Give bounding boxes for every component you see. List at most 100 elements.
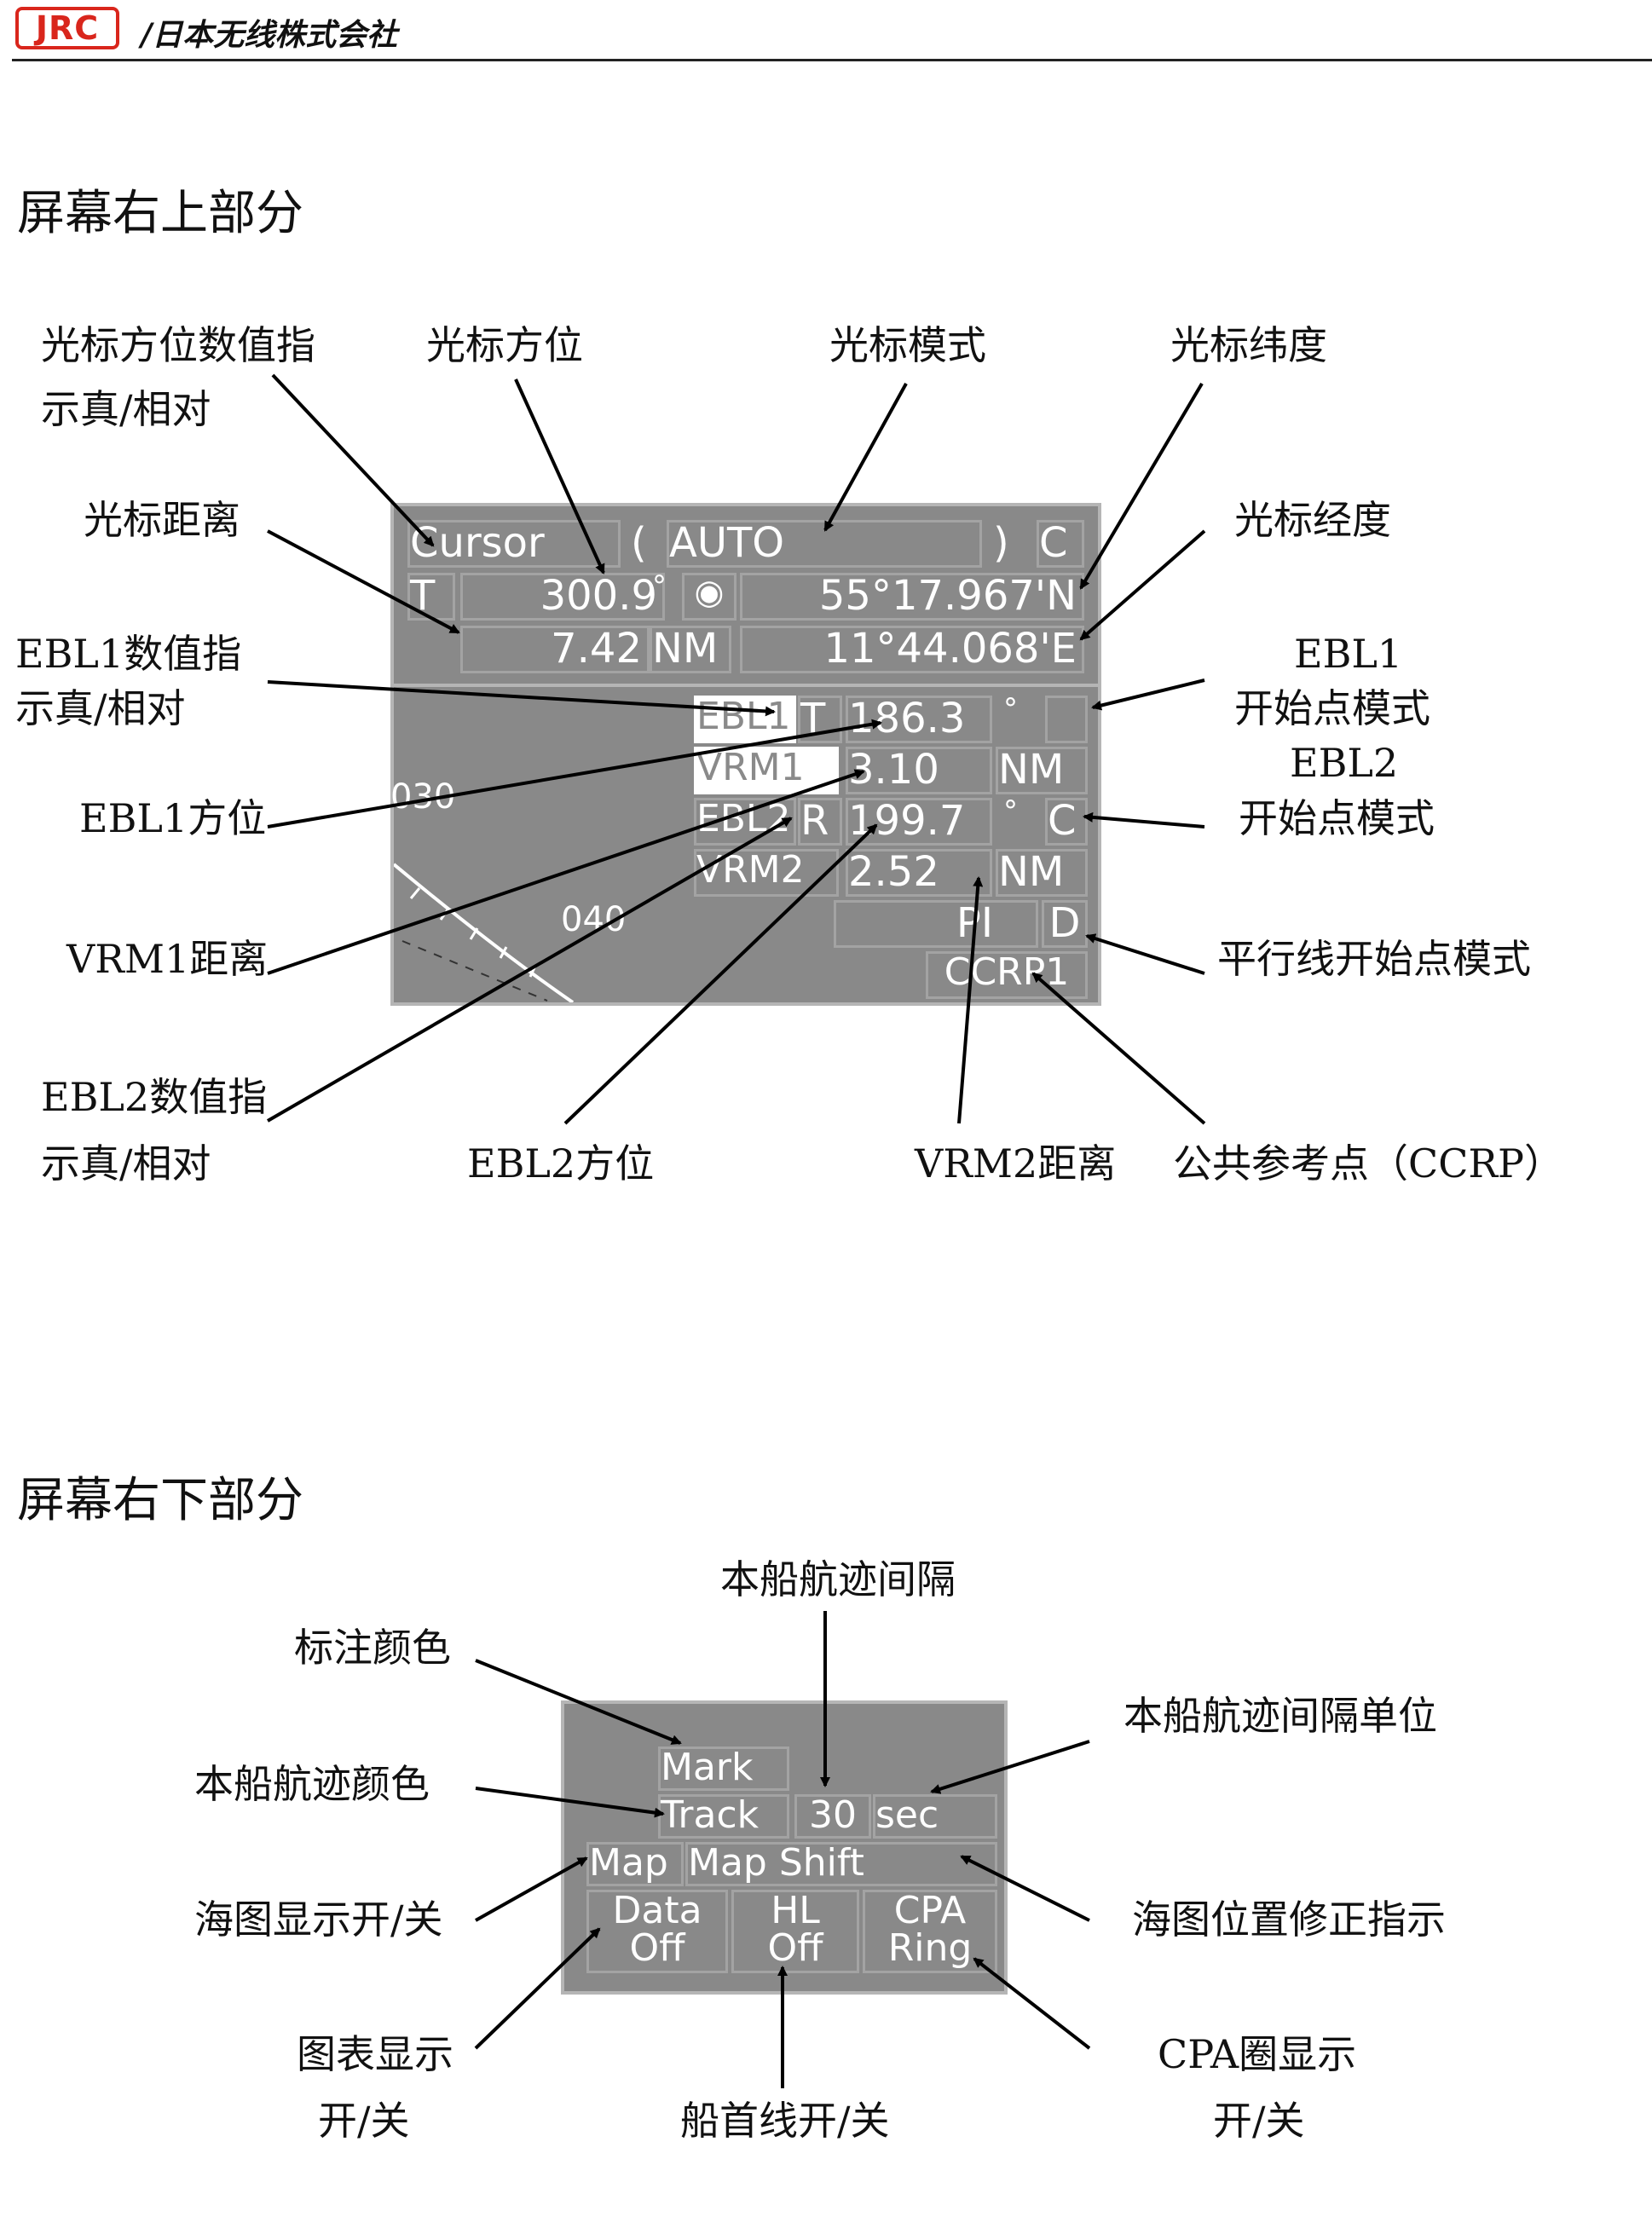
label-vrm1-distance: VRM1距离 (66, 936, 269, 982)
label-ebl2-bearing: EBL2方位 (467, 1140, 655, 1186)
ebl2-bearing-value: 199.7 (846, 798, 992, 846)
header-rule (12, 59, 1652, 61)
hl-toggle-line1: HL (771, 1889, 820, 1932)
company-name: /日本无线株式会社 (141, 17, 398, 53)
label-ebl2-origin-2: 开始点模式 (1239, 795, 1435, 841)
data-toggle-line2: Off (629, 1926, 685, 1970)
vrm1-distance-value: 3.10 (846, 747, 992, 794)
label-mark-color: 标注颜色 (294, 1625, 451, 1671)
mark-color-button[interactable]: Mark (658, 1746, 789, 1791)
arrow-track-color (475, 1787, 665, 1818)
radar-info-panel-bottom: Mark Track 30 sec Map Map Shift Data Off… (561, 1700, 1008, 1995)
arrow-ebl2-bearing (563, 823, 878, 1125)
arrow-vrm1-distance (267, 769, 865, 975)
cursor-distance-value: 7.42 (460, 626, 650, 673)
arrow-cursor-bearing-indicator (271, 373, 435, 547)
label-ebl2-origin-1: EBL2 (1290, 740, 1399, 786)
label-ebl2-indicator-1: EBL2数值指 (41, 1074, 268, 1120)
label-ebl1-bearing: EBL1方位 (79, 795, 267, 841)
arrow-ebl1-indicator (267, 680, 776, 717)
ebl1-bearing-value: 186.3 (846, 696, 992, 743)
ebl2-degree: ° (1003, 794, 1018, 828)
cursor-label: Cursor (407, 520, 621, 568)
cursor-latitude-value: 55°17.967'N (740, 573, 1084, 621)
cursor-bearing-degree: ° (652, 569, 667, 603)
arrow-ebl2-origin (1083, 811, 1205, 828)
label-ebl2-indicator-2: 示真/相对 (41, 1140, 211, 1186)
label-track-color: 本船航迹颜色 (194, 1761, 430, 1807)
arrow-ebl2-indicator (266, 817, 793, 1123)
mode-paren-open: ( (631, 519, 647, 567)
cpa-ring-line1: CPA (893, 1889, 967, 1932)
label-ebl1-origin-2: 开始点模式 (1234, 685, 1430, 731)
label-ebl1-indicator-2: 示真/相对 (15, 685, 186, 731)
cursor-bearing-value: 300.9 (460, 573, 665, 621)
arrow-cursor-longitude (1079, 529, 1206, 641)
cpa-ring-line2: Ring (887, 1926, 973, 1970)
track-interval-value[interactable]: 30 (794, 1794, 871, 1839)
cursor-mode-flag: C (1037, 520, 1084, 568)
ebl2-true-relative-flag[interactable]: R (798, 798, 842, 846)
label-cursor-bearing-indicator-1: 光标方位数值指 (41, 322, 315, 368)
arrow-cursor-mode (823, 383, 908, 532)
section-title-top: 屏幕右上部分 (17, 186, 303, 241)
arrow-map-shift (960, 1855, 1090, 1922)
cpa-ring-button[interactable]: CPA Ring (863, 1890, 997, 1973)
label-track-interval: 本船航迹间隔 (720, 1556, 956, 1602)
arrow-ebl1-bearing (267, 719, 882, 828)
map-shift-button[interactable]: Map Shift (685, 1842, 997, 1886)
label-cursor-bearing-indicator-2: 示真/相对 (41, 386, 211, 432)
vrm2-unit: NM (996, 849, 1088, 897)
label-ccrp: 公共参考点（CCRP） (1173, 1140, 1563, 1186)
map-toggle-button[interactable]: Map (586, 1842, 684, 1886)
arrow-vrm2-distance (957, 876, 984, 1124)
arrow-cpa-ring (973, 1957, 1091, 2050)
label-cursor-longitude: 光标经度 (1234, 497, 1391, 543)
target-symbol-icon[interactable]: ◉ (682, 573, 736, 621)
arrow-map-toggle (475, 1856, 588, 1922)
label-data-toggle-2: 开/关 (318, 2098, 410, 2144)
cursor-mode-value[interactable]: AUTO (667, 520, 982, 568)
cursor-distance-unit: NM (650, 626, 731, 673)
label-cpa-ring-1: CPA圈显示 (1158, 2031, 1357, 2077)
label-cpa-ring-2: 开/关 (1213, 2098, 1305, 2144)
label-vrm2-distance: VRM2距离 (915, 1140, 1117, 1186)
arrow-ebl1-origin (1091, 678, 1205, 711)
data-toggle-line1: Data (612, 1889, 702, 1932)
section-title-bottom: 屏幕右下部分 (17, 1473, 303, 1528)
vrm1-unit: NM (996, 747, 1088, 794)
label-track-interval-unit: 本船航迹间隔单位 (1123, 1693, 1437, 1739)
label-cursor-distance: 光标距离 (84, 497, 240, 543)
cursor-longitude-value: 11°44.068'E (740, 626, 1084, 673)
ebl1-origin-mode[interactable] (1045, 696, 1088, 743)
vrm2-distance-value: 2.52 (846, 849, 992, 897)
label-cursor-mode: 光标模式 (829, 322, 986, 368)
arrow-data-toggle (474, 1927, 601, 2050)
label-cursor-bearing: 光标方位 (426, 322, 583, 368)
label-map-shift: 海图位置修正指示 (1132, 1897, 1446, 1943)
label-map-toggle: 海图显示开/关 (194, 1897, 443, 1943)
pi-origin-mode[interactable]: D (1042, 900, 1088, 948)
vrm1-label[interactable]: VRM1 (694, 747, 839, 794)
arrow-mark-color (475, 1659, 682, 1745)
track-interval-unit[interactable]: sec (873, 1794, 997, 1839)
data-toggle-button[interactable]: Data Off (586, 1890, 728, 1973)
jrc-logo: JRC (15, 7, 119, 49)
label-ebl1-indicator-1: EBL1数值指 (15, 631, 242, 677)
label-hl-toggle: 船首线开/关 (680, 2098, 890, 2144)
hl-toggle-line2: Off (767, 1926, 823, 1970)
arrow-parallel-origin (1085, 933, 1205, 975)
mode-paren-close: ) (993, 519, 1009, 567)
hl-toggle-button[interactable]: HL Off (731, 1890, 859, 1973)
ebl2-label[interactable]: EBL2 (694, 798, 796, 846)
label-cursor-latitude: 光标纬度 (1170, 322, 1327, 368)
label-ebl1-origin-1: EBL1 (1294, 631, 1403, 677)
label-data-toggle-1: 图表显示 (297, 2031, 453, 2077)
ebl1-label[interactable]: EBL1 (694, 696, 796, 743)
arrow-cursor-bearing (514, 378, 605, 574)
arrow-cursor-latitude (1079, 382, 1204, 590)
arrow-cursor-distance (267, 529, 460, 634)
arrow-track-interval-unit (930, 1740, 1090, 1794)
ebl1-degree: ° (1003, 692, 1018, 726)
